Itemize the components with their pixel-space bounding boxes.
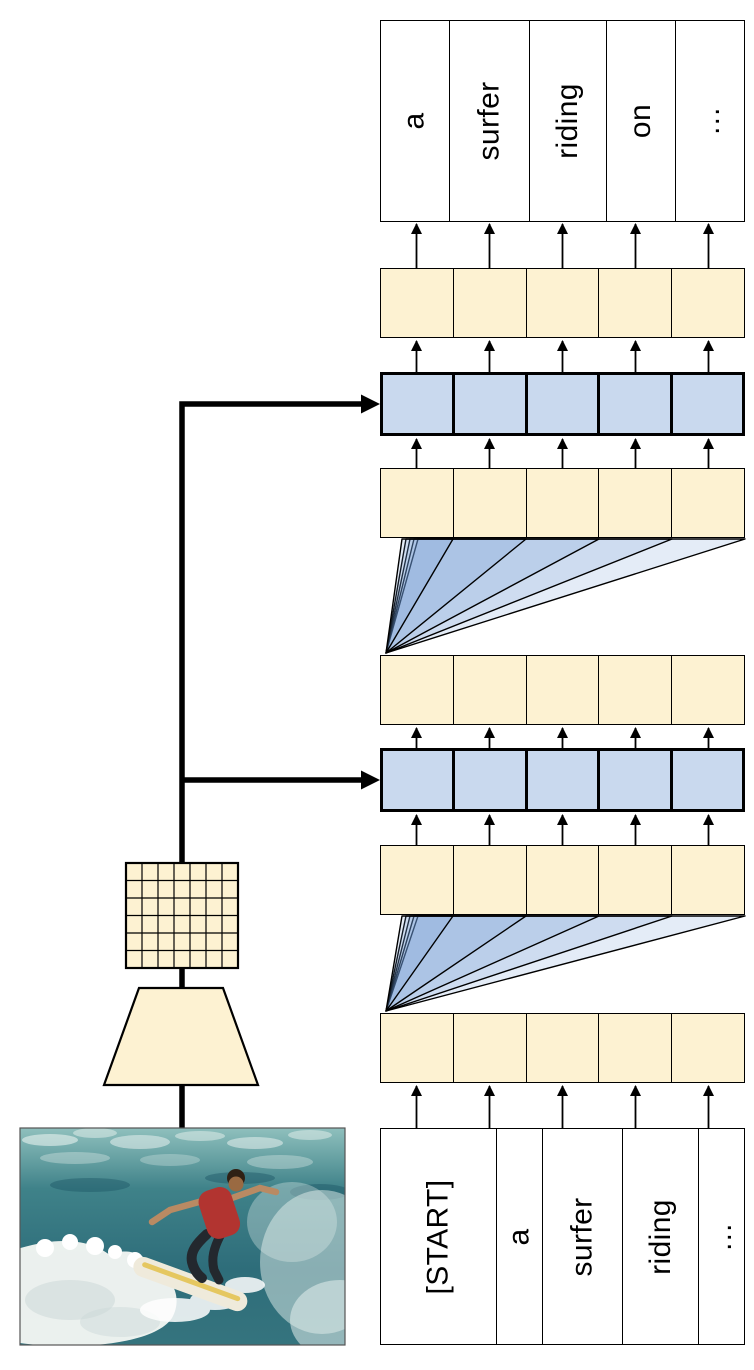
output-token-cell: a [381,21,451,221]
output-token-label: riding [551,83,585,159]
linear-cell [454,469,527,537]
image-feature-arrowhead-1 [361,770,380,790]
linear-cell [599,469,673,537]
input-token-cell: [START] [381,1129,498,1344]
output-token-cell: on [607,21,676,221]
flow-arrows [411,223,714,1128]
cross-attention-cell [383,375,456,433]
input-token-label: … [704,1221,738,1252]
linear-cell [527,656,600,724]
cross-attention-cell [600,375,673,433]
linear-cell [599,656,673,724]
output-token-label: on [623,103,657,139]
output-token-strip: a surfer riding on … [380,20,745,222]
input-token-label: riding [643,1198,677,1275]
feature-grid [124,861,240,970]
output-token-label: surfer [472,81,506,161]
cross-attention-row-2 [380,372,745,436]
input-token-label: a [502,1227,536,1246]
linear-cell [527,469,600,537]
cross-attention-cell [673,375,742,433]
linear-cell [672,846,744,914]
input-token-cell: a [497,1129,543,1344]
linear-cell [599,1014,673,1082]
input-token-cell: surfer [543,1129,623,1344]
cross-attention-cell [528,375,601,433]
linear-cell [599,269,673,337]
cnn-trapezoid [102,986,260,1087]
photo-border [19,1127,346,1346]
output-token-cell: riding [530,21,607,221]
cross-attention-cell [600,751,673,809]
linear-cell [381,269,454,337]
masked-self-attention-fan-1 [385,915,746,1012]
linear-cell [672,656,744,724]
output-token-cell: surfer [450,21,531,221]
output-token-label: … [692,105,726,137]
cross-attention-cell [528,751,601,809]
image-feature-pathway [102,394,380,1128]
cross-attention-cell [673,751,742,809]
linear-cell [454,269,527,337]
cross-attention-row-1 [380,748,745,812]
linear-cell [454,1014,527,1082]
linear-cell [672,1014,744,1082]
surfboard [133,1256,248,1312]
surfer [148,1169,280,1285]
linear-cell [527,846,600,914]
input-token-strip: [START] a surfer riding … [380,1128,745,1345]
cross-attention-cell [383,751,456,809]
linear-cell [527,1014,600,1082]
linear-layer-row-5 [380,268,745,338]
output-token-label: a [398,112,432,130]
input-token-cell: … [699,1129,744,1344]
masked-self-attention-fan-2 [385,538,746,654]
linear-layer-row-2 [380,845,745,915]
linear-cell [672,269,744,337]
linear-layer-row-3 [380,655,745,725]
linear-cell [527,269,600,337]
input-token-label: surfer [565,1196,599,1277]
linear-cell [454,846,527,914]
input-token-cell: riding [623,1129,700,1344]
cross-attention-cell [455,751,528,809]
image-feature-arrowhead-2 [361,394,380,414]
linear-cell [381,469,454,537]
water-chop [22,1128,332,1169]
linear-cell [381,1014,454,1082]
wave-spray [247,1182,345,1345]
linear-cell [454,656,527,724]
linear-cell [381,656,454,724]
linear-cell [381,846,454,914]
input-token-label: [START] [421,1178,455,1295]
linear-layer-row-4 [380,468,745,538]
linear-cell [599,846,673,914]
output-token-cell: … [676,21,744,221]
cross-attention-cell [455,375,528,433]
surfer-photo [19,1127,346,1346]
linear-cell [672,469,744,537]
feature-spine-line [179,401,362,863]
linear-layer-row-1 [380,1013,745,1083]
